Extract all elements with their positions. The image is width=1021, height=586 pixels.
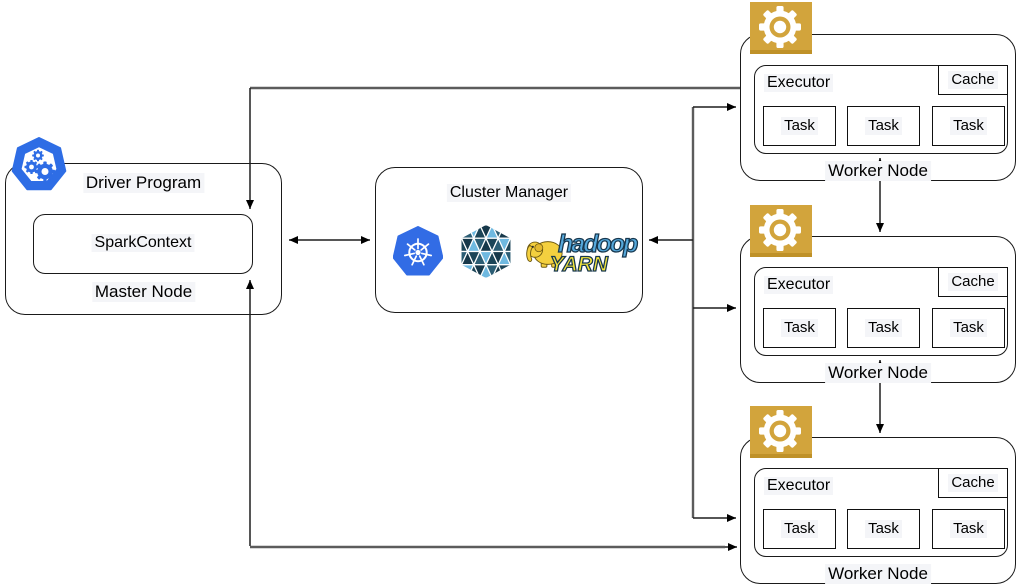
task-label: Task bbox=[950, 319, 987, 337]
gold-gear-icon bbox=[750, 2, 812, 54]
worker-node-box-2: Executor Cache Task Task Task Worker Nod… bbox=[740, 236, 1016, 383]
driver-program-box: Driver Program SparkContext Master Node bbox=[5, 163, 282, 315]
task-box: Task bbox=[932, 106, 1005, 146]
executor-box-2: Executor Cache Task Task Task bbox=[754, 267, 1008, 356]
cache-label: Cache bbox=[948, 474, 998, 492]
task-box: Task bbox=[847, 308, 920, 348]
spark-context-label: SparkContext bbox=[91, 234, 195, 253]
task-label: Task bbox=[950, 117, 987, 135]
cache-box: Cache bbox=[938, 267, 1008, 297]
worker-node-label: Worker Node bbox=[825, 564, 931, 584]
mesos-logo bbox=[461, 225, 511, 278]
blue-heptagon-gears-icon bbox=[11, 137, 67, 191]
task-label: Task bbox=[865, 520, 902, 538]
executor-label: Executor bbox=[764, 276, 834, 295]
hadoop-elephant-icon bbox=[526, 241, 563, 268]
task-label: Task bbox=[950, 520, 987, 538]
task-label: Task bbox=[781, 319, 818, 337]
spark-context-box: SparkContext bbox=[33, 214, 253, 274]
hadoop-wordmark: hadoop bbox=[557, 229, 639, 258]
hadoop-yarn-logo: hadoop YARN bbox=[526, 229, 644, 278]
cache-box: Cache bbox=[938, 468, 1008, 498]
task-box: Task bbox=[763, 106, 836, 146]
executor-box-3: Executor Cache Task Task Task bbox=[754, 468, 1008, 557]
task-label: Task bbox=[781, 520, 818, 538]
task-label: Task bbox=[865, 117, 902, 135]
executor-box-1: Executor Cache Task Task Task bbox=[754, 65, 1008, 154]
yarn-wordmark: YARN bbox=[549, 252, 608, 276]
master-node-label: Master Node bbox=[91, 282, 196, 302]
task-box: Task bbox=[932, 509, 1005, 549]
task-label: Task bbox=[865, 319, 902, 337]
task-box: Task bbox=[763, 509, 836, 549]
task-box: Task bbox=[847, 106, 920, 146]
task-box: Task bbox=[847, 509, 920, 549]
task-label: Task bbox=[781, 117, 818, 135]
executor-label: Executor bbox=[764, 477, 834, 496]
gold-gear-icon bbox=[750, 406, 812, 458]
worker-node-label: Worker Node bbox=[825, 363, 931, 383]
cluster-manager-title: Cluster Manager bbox=[446, 184, 572, 203]
cache-box: Cache bbox=[938, 65, 1008, 95]
worker-node-label: Worker Node bbox=[825, 161, 931, 181]
cache-label: Cache bbox=[948, 273, 998, 291]
worker-node-box-1: Executor Cache Task Task Task Worker Nod… bbox=[740, 34, 1016, 181]
cache-label: Cache bbox=[948, 71, 998, 89]
task-box: Task bbox=[763, 308, 836, 348]
worker-node-box-3: Executor Cache Task Task Task Worker Nod… bbox=[740, 437, 1016, 584]
executor-label: Executor bbox=[764, 74, 834, 93]
kubernetes-logo bbox=[393, 226, 443, 276]
task-box: Task bbox=[932, 308, 1005, 348]
gold-gear-icon bbox=[750, 205, 812, 257]
driver-program-title: Driver Program bbox=[82, 173, 205, 193]
